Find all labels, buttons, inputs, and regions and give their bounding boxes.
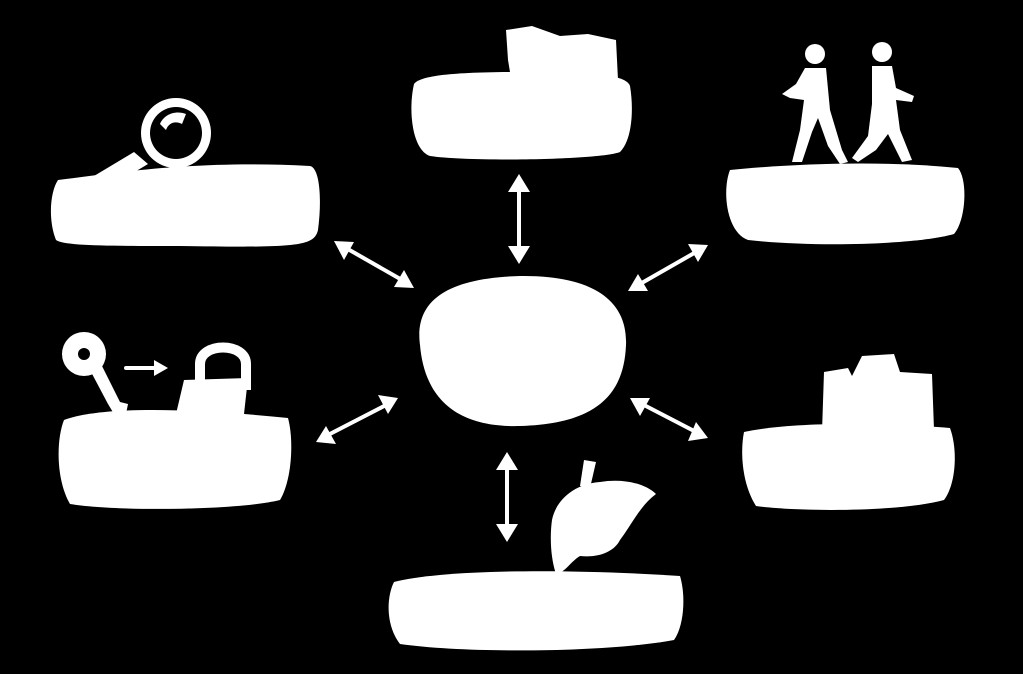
- center-node: [419, 275, 627, 427]
- padlock-icon: [176, 342, 251, 414]
- key-icon: [62, 332, 128, 414]
- person-left: [782, 44, 848, 164]
- node-bottom: [388, 460, 684, 651]
- node-bottom-blob: [388, 571, 684, 651]
- connector-top-left: [334, 241, 414, 288]
- connector-top-right: [628, 244, 708, 291]
- person-right: [852, 42, 914, 162]
- node-top-left: [50, 98, 320, 247]
- hand-writing-icon: [550, 460, 656, 574]
- node-top-right-blob: [726, 163, 965, 245]
- connector-bottom-right: [630, 398, 708, 441]
- boot-icon: [506, 26, 618, 84]
- right-arrow-icon: [124, 360, 168, 376]
- connector-bottom-left: [316, 395, 398, 444]
- walking-people-icon: [782, 42, 914, 164]
- node-bottom-left-blob: [58, 410, 292, 509]
- node-top-left-blob: [50, 164, 320, 247]
- node-bottom-left: [58, 332, 292, 509]
- connector-bottom: [496, 452, 518, 542]
- node-top: [411, 26, 632, 160]
- node-bottom-right-blob: [742, 423, 955, 510]
- key-and-padlock-icon: [62, 332, 251, 414]
- connector-top: [508, 174, 530, 264]
- node-top-right: [726, 42, 965, 245]
- node-bottom-right: [742, 354, 955, 510]
- camera-icon: [822, 354, 934, 432]
- node-top-blob: [411, 72, 632, 160]
